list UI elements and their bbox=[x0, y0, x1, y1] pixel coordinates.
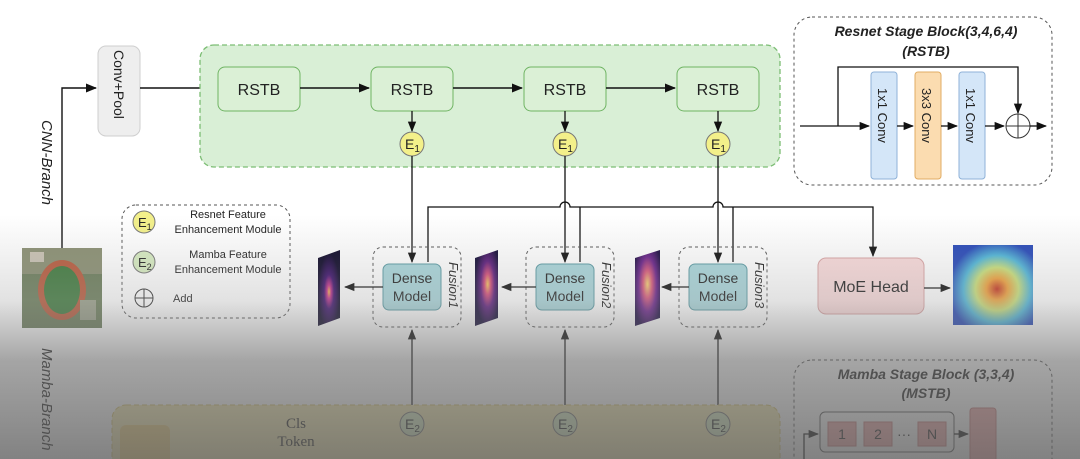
mstb-container bbox=[111, 404, 781, 459]
e-letter: E bbox=[405, 416, 414, 432]
rstb-label: RSTB bbox=[544, 82, 587, 99]
add-icon bbox=[1005, 113, 1031, 139]
cls-token-label-2: Token bbox=[277, 434, 315, 450]
e-letter: E bbox=[138, 255, 147, 270]
e-letter: E bbox=[138, 215, 147, 230]
rstb-label: RSTB bbox=[697, 82, 740, 99]
rstb-label: RSTB bbox=[238, 82, 281, 99]
e-letter: E bbox=[558, 416, 567, 432]
mamba-stage-block: Mamba Stage Block (3,3,4) (MSTB) 1 2 ···… bbox=[793, 359, 1053, 459]
e-sub: 2 bbox=[720, 424, 726, 435]
moe-head-label: MoE Head bbox=[833, 279, 909, 296]
input-satellite-image bbox=[22, 248, 102, 328]
moe-head: MoE Head bbox=[817, 257, 925, 315]
e-letter: E bbox=[405, 136, 414, 152]
fusion-group-2: Dense Model Fusion2 bbox=[525, 246, 615, 328]
conv-3x3-label: 3x3 Conv bbox=[919, 88, 934, 143]
fusion-heatmap-3 bbox=[635, 250, 660, 326]
input-to-convpool-arrow bbox=[61, 83, 98, 248]
rstb-box-4: RSTB bbox=[676, 66, 760, 112]
e-sub: 2 bbox=[567, 424, 573, 435]
dense-label-1: Dense bbox=[545, 270, 586, 286]
legend-add: Add bbox=[173, 293, 193, 305]
conv-1x1-a-label: 1x1 Conv bbox=[875, 88, 890, 143]
legend-e1-line1: Resnet Feature bbox=[190, 209, 266, 221]
e-sub: 2 bbox=[147, 262, 152, 272]
rstb-block-subtitle: (RSTB) bbox=[902, 43, 950, 59]
legend-e1-line2: Enhancement Module bbox=[174, 224, 281, 236]
rstb-block-title: Resnet Stage Block(3,4,6,4) bbox=[835, 23, 1018, 39]
add-icon bbox=[134, 288, 154, 308]
fusion-label-1: Fusion1 bbox=[446, 262, 461, 308]
e-letter: E bbox=[711, 416, 720, 432]
e-sub: 2 bbox=[414, 424, 420, 435]
cls-token-label-1: Cls bbox=[286, 416, 306, 432]
legend: E1 Resnet Feature Enhancement Module E2 … bbox=[121, 204, 291, 319]
fusion-group-3: Dense Model Fusion3 bbox=[678, 246, 768, 328]
mstb-token-ellipsis: ··· bbox=[897, 426, 911, 442]
dense-label-1: Dense bbox=[392, 270, 433, 286]
e1-module: E1 bbox=[705, 131, 731, 157]
mamba-branch-label: Mamba-Branch bbox=[38, 348, 55, 451]
e1-module: E1 bbox=[399, 131, 425, 157]
dense-label-2: Model bbox=[393, 288, 431, 304]
mstb-block-title: Mamba Stage Block (3,3,4) bbox=[838, 366, 1015, 382]
dense-label-2: Model bbox=[699, 288, 737, 304]
e2-module: E2 bbox=[552, 411, 578, 437]
e-sub: 1 bbox=[567, 144, 573, 155]
e-sub: 1 bbox=[414, 144, 420, 155]
rstb-box-3: RSTB bbox=[523, 66, 607, 112]
e-letter: E bbox=[558, 136, 567, 152]
rstb-label: RSTB bbox=[391, 82, 434, 99]
rstb-box-2: RSTB bbox=[370, 66, 454, 112]
cnn-branch-label: CNN-Branch bbox=[38, 120, 55, 205]
mstb-token-1-label: 1 bbox=[838, 426, 846, 442]
dense-label-2: Model bbox=[546, 288, 584, 304]
e-letter: E bbox=[711, 136, 720, 152]
dense-label-1: Dense bbox=[698, 270, 739, 286]
legend-e2-line2: Enhancement Module bbox=[174, 264, 281, 276]
e-sub: 1 bbox=[720, 144, 726, 155]
mstb-mamba-block bbox=[969, 407, 997, 459]
e2-module: E2 bbox=[705, 411, 731, 437]
fusion-group-1: Dense Model Fusion1 bbox=[372, 246, 462, 328]
legend-e2-line1: Mamba Feature bbox=[189, 249, 267, 261]
conv-pool-label: Conv+Pool bbox=[111, 50, 127, 119]
output-heatmap bbox=[953, 245, 1033, 325]
rstb-box-1: RSTB bbox=[217, 66, 301, 112]
mstb-block-subtitle: (MSTB) bbox=[902, 385, 951, 401]
fusion-heatmap-1 bbox=[318, 250, 340, 326]
conv-1x1-b-label: 1x1 Conv bbox=[963, 88, 978, 143]
fusion-label-2: Fusion2 bbox=[599, 262, 614, 309]
resnet-stage-block: Resnet Stage Block(3,4,6,4) (RSTB) 1x1 C… bbox=[793, 16, 1053, 186]
fusion-label-3: Fusion3 bbox=[752, 262, 767, 309]
mstb-token-n-label: N bbox=[927, 426, 937, 442]
mstb-token-2-label: 2 bbox=[874, 426, 882, 442]
conv-pool-block: Conv+Pool bbox=[97, 45, 141, 137]
fusion-heatmap-2 bbox=[475, 250, 498, 326]
e1-module: E1 bbox=[552, 131, 578, 157]
e-sub: 1 bbox=[147, 222, 152, 232]
e2-module: E2 bbox=[399, 411, 425, 437]
mamba-embed-block bbox=[120, 425, 170, 459]
